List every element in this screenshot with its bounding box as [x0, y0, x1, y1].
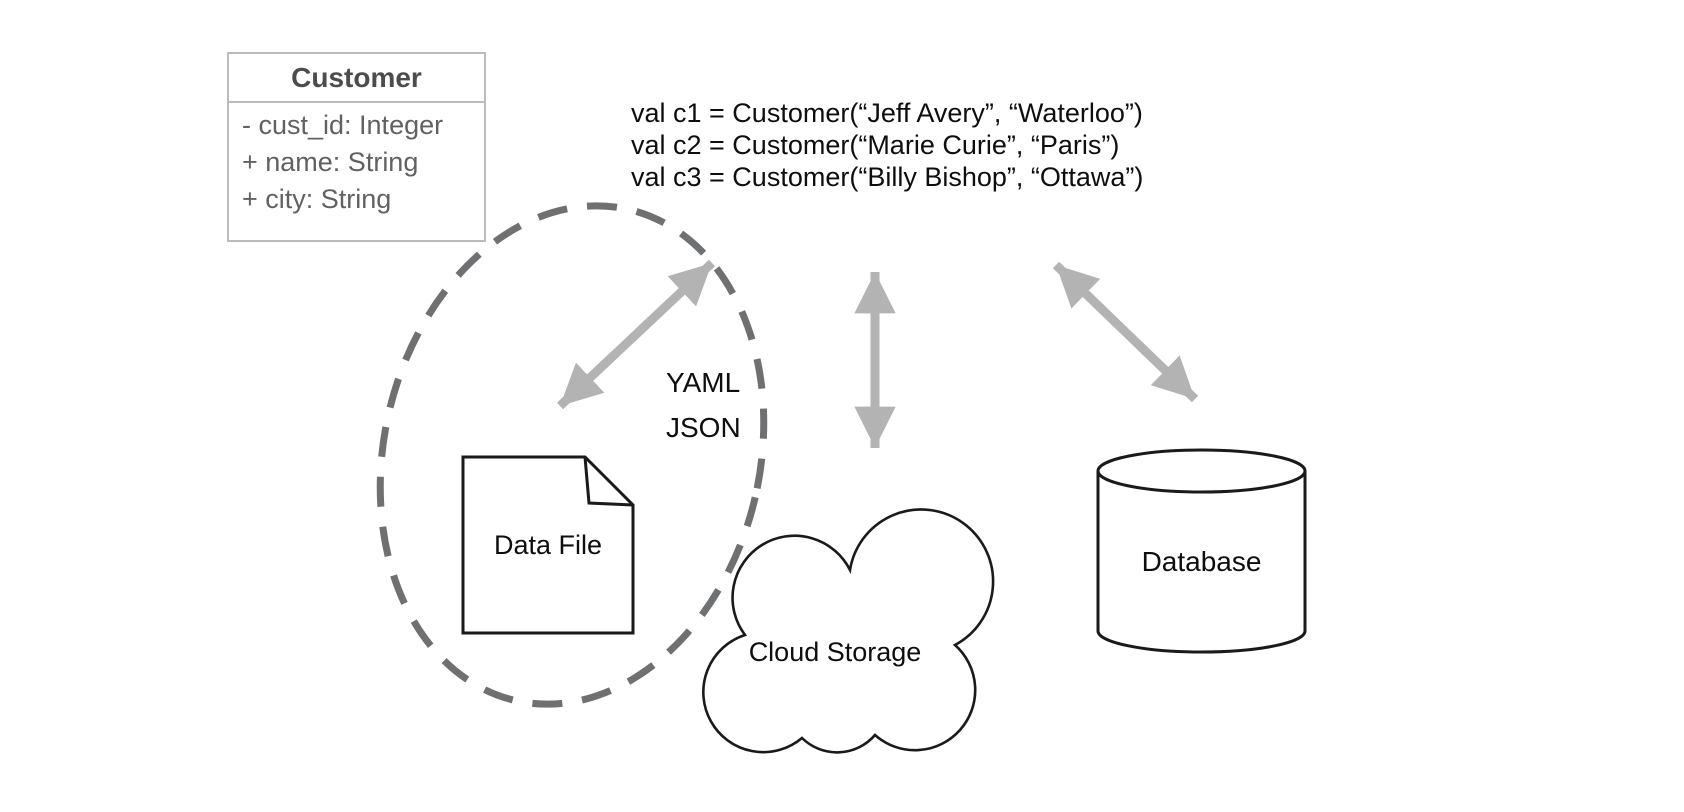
data-file-fold-corner — [583, 456, 634, 507]
database-cylinder-top — [1096, 448, 1307, 494]
code-snippet: val c1 = Customer(“Jeff Avery”, “Waterlo… — [631, 97, 1143, 193]
serialization-formats-label: YAML JSON — [666, 360, 741, 450]
data-file-outline — [461, 455, 635, 635]
format-json-label: JSON — [666, 412, 741, 443]
uml-attribute-city: + city: String — [242, 184, 392, 214]
code-line-c3: val c3 = Customer(“Billy Bishop”, “Ottaw… — [631, 162, 1144, 192]
cloud-storage-icon — [702, 508, 995, 754]
data-file-icon — [461, 455, 635, 635]
uml-class-title: Customer — [229, 54, 484, 103]
uml-class-attributes: - cust_id: Integer + name: String + city… — [229, 103, 484, 218]
code-line-c1: val c1 = Customer(“Jeff Avery”, “Waterlo… — [631, 98, 1143, 128]
database-cylinder-icon — [1096, 448, 1307, 654]
serialization-boundary-dashed-ellipse — [376, 202, 768, 708]
sync-arrow-data-file — [556, 259, 716, 410]
uml-attribute-name: + name: String — [242, 147, 419, 177]
code-line-c2: val c2 = Customer(“Marie Curie”, “Paris”… — [631, 130, 1120, 160]
database-cylinder-body — [1096, 471, 1307, 654]
uml-attribute-cust-id: - cust_id: Integer — [242, 110, 444, 140]
sync-arrow-database — [1052, 261, 1199, 403]
cloud-outline — [702, 508, 995, 754]
uml-class-box: Customer - cust_id: Integer + name: Stri… — [227, 52, 486, 242]
format-yaml-label: YAML — [666, 367, 741, 398]
